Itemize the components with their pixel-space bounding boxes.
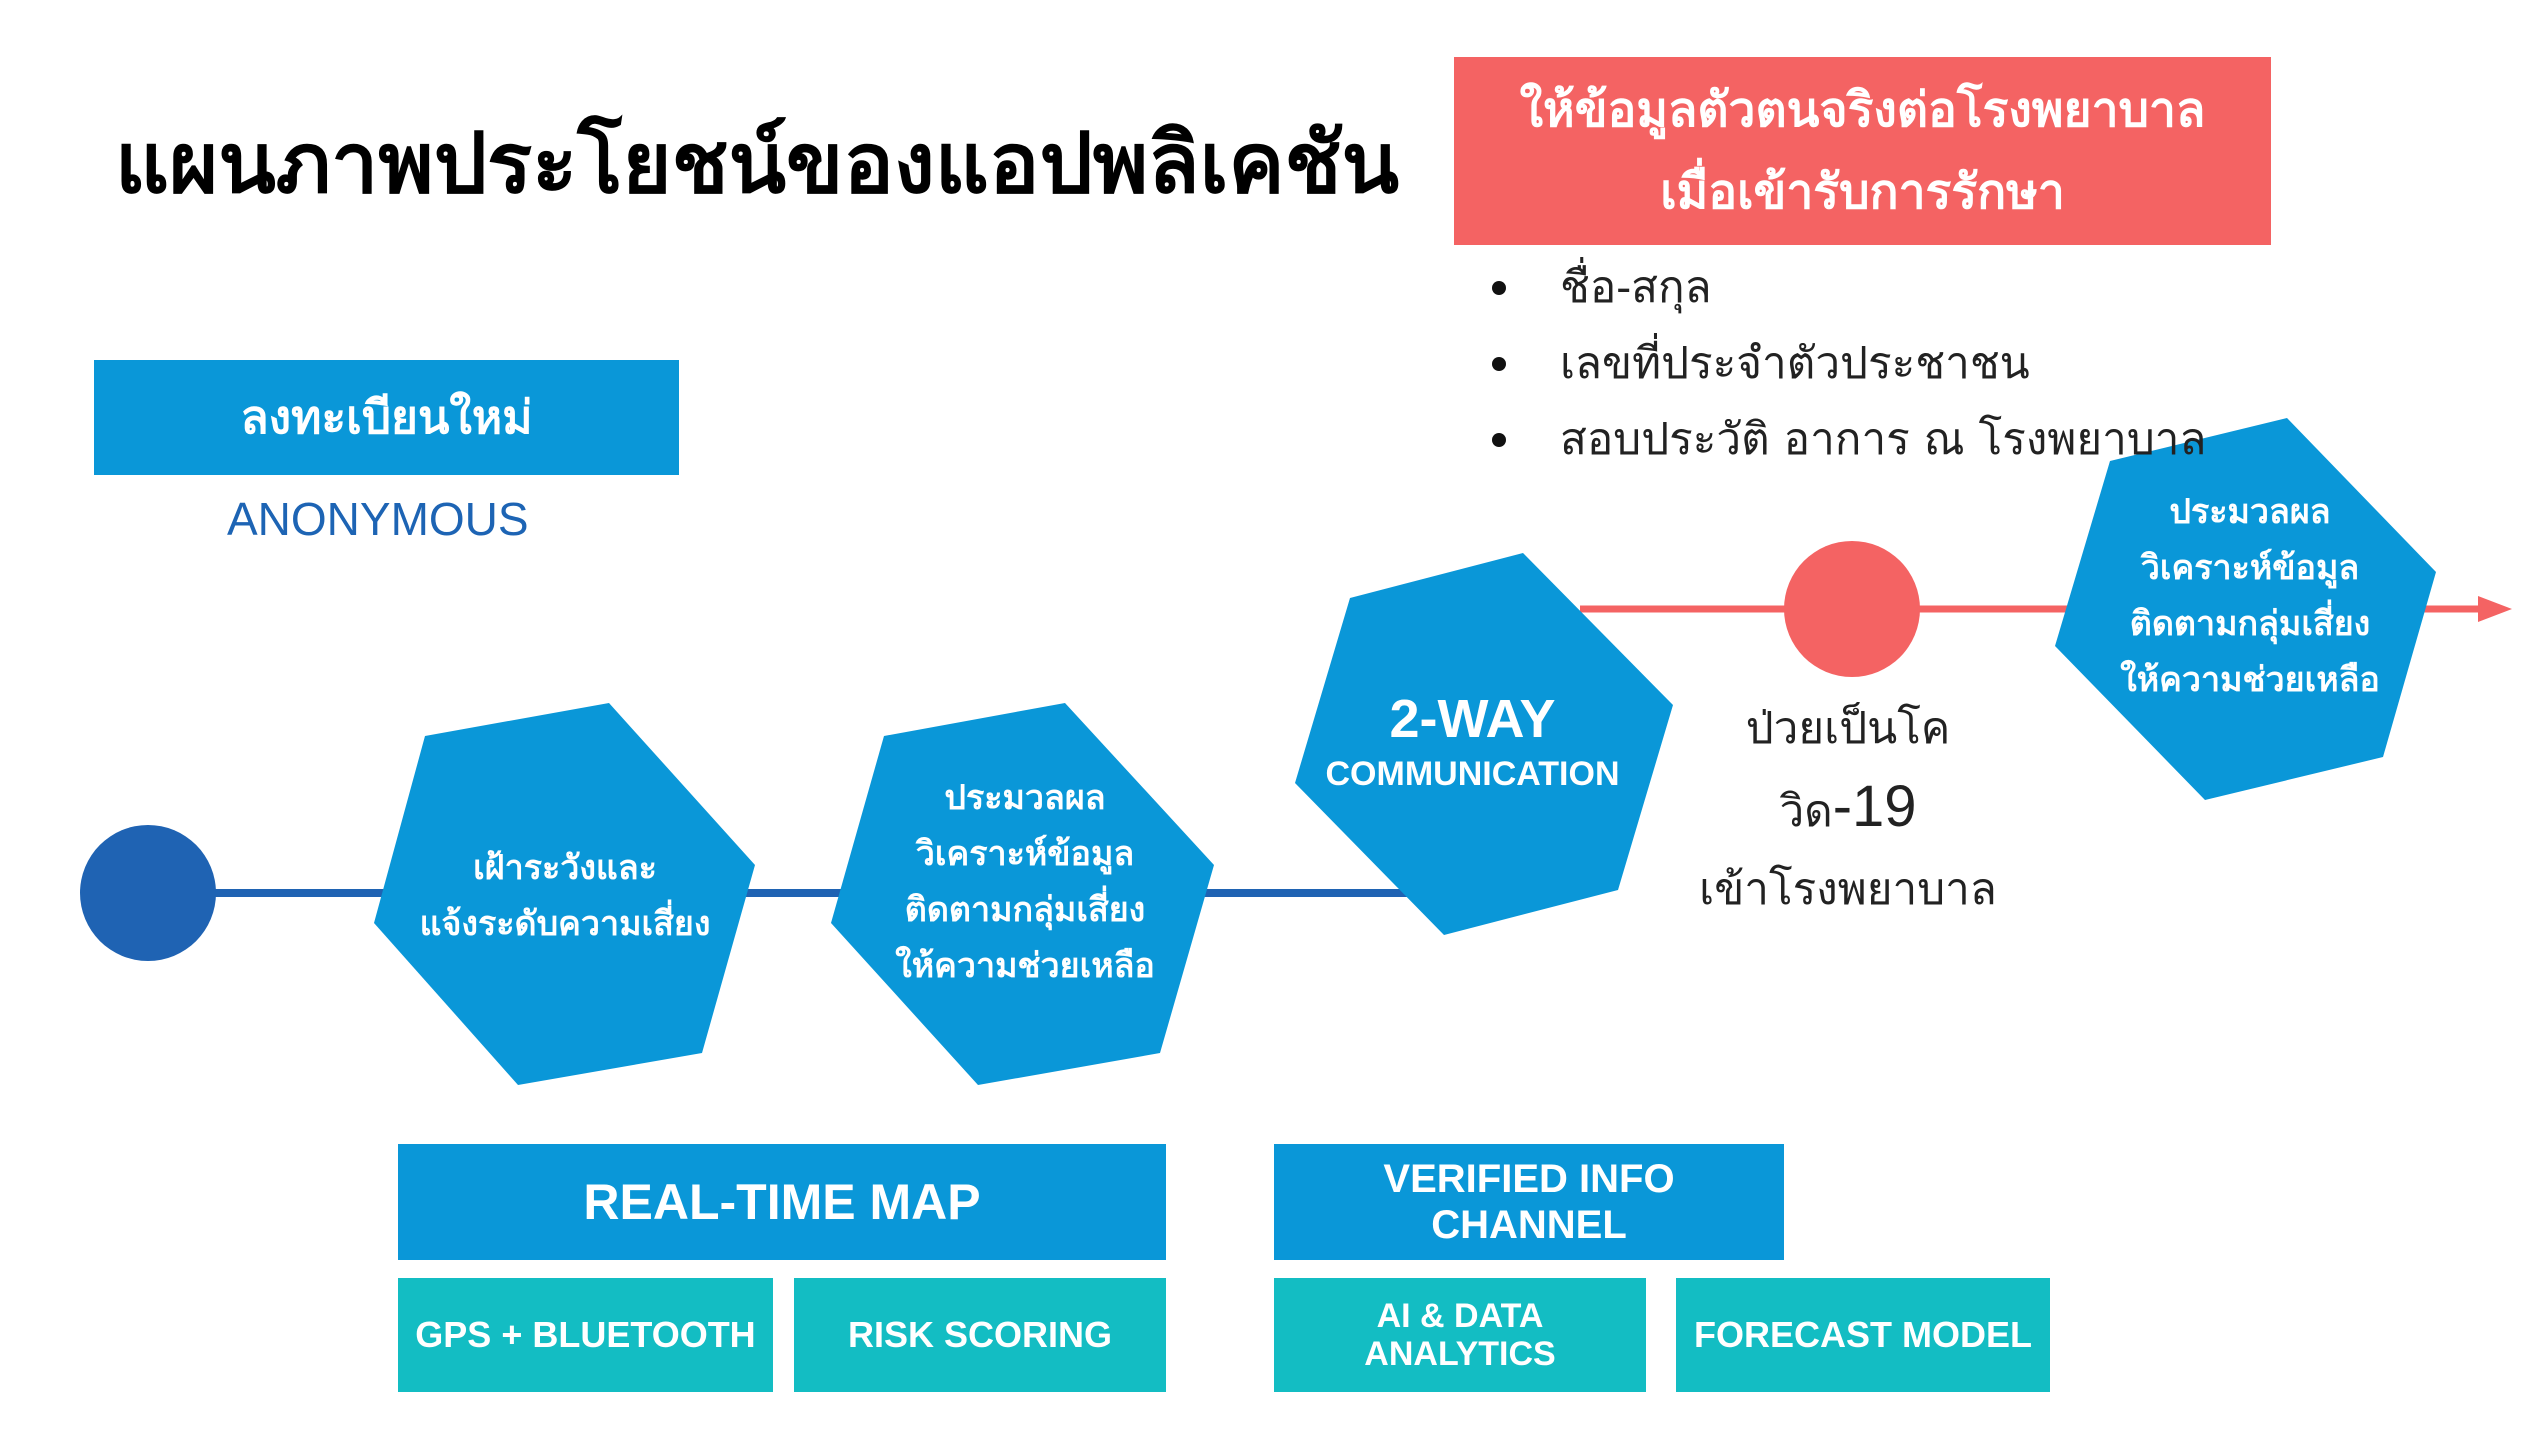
bullet-dot-icon [1492, 433, 1506, 447]
covid-number: -19 [1832, 774, 1917, 839]
covid-prefix: ป่วยเป็นโควิด [1745, 703, 1951, 837]
covid-label: ป่วยเป็นโควิด-19 เข้าโรงพยาบาล [1678, 690, 2018, 929]
hex-process-after [2055, 418, 2436, 800]
hex-process-label: ประมวลผล วิเคราะห์ข้อมูล ติดตามกลุ่มเสี่… [840, 770, 1210, 994]
start-node [80, 825, 216, 961]
register-label: ลงทะเบียนใหม่ [240, 390, 533, 444]
hex-surveil-label: เฝ้าระวังและ แจ้งระดับความเสี่ยง [380, 840, 750, 952]
timeline-arrow-head [2478, 596, 2512, 622]
bullet-item: เลขที่ประจำตัวประชาชน [1488, 326, 2206, 402]
covid-line-1: ป่วยเป็นโควิด-19 [1678, 690, 2018, 851]
bullet-dot-icon [1492, 281, 1506, 295]
ai-analytics-line-2: ANALYTICS [1364, 1335, 1556, 1373]
hex-two-way [1295, 553, 1673, 935]
verified-info-line-2: CHANNEL [1431, 1203, 1627, 1247]
gps-bluetooth-box: GPS + BLUETOOTH [398, 1278, 773, 1392]
hex-process-after-line: ติดตามกลุ่มเสี่ยง [2129, 604, 2371, 644]
identity-line-1: ให้ข้อมูลตัวตนจริงต่อโรงพยาบาล [1519, 82, 2206, 138]
bullet-text: เลขที่ประจำตัวประชาชน [1560, 338, 2030, 389]
hex-surveil-line: แจ้งระดับความเสี่ยง [419, 904, 711, 944]
bullet-dot-icon [1492, 357, 1506, 371]
risk-scoring-label: RISK SCORING [847, 1314, 1113, 1355]
two-way-subtitle: COMMUNICATION [1325, 755, 1620, 793]
bullet-item: สอบประวัติ อาการ ณ โรงพยาบาล [1488, 402, 2206, 478]
register-box: ลงทะเบียนใหม่ [94, 360, 679, 475]
hex-surveil [374, 703, 755, 1085]
two-way-title: 2-WAY [1389, 689, 1556, 749]
covid-line-2: เข้าโรงพยาบาล [1699, 864, 1997, 915]
hex-two-way-label: 2-WAY COMMUNICATION [1300, 686, 1645, 796]
hex-process-after-line: ให้ความช่วยเหลือ [2120, 660, 2380, 700]
hex-process-after-line: ประมวลผล [2169, 492, 2331, 532]
identity-box: ให้ข้อมูลตัวตนจริงต่อโรงพยาบาล เมื่อเข้า… [1454, 57, 2271, 245]
hex-process-line: วิเคราะห์ข้อมูล [915, 834, 1135, 874]
page-title: แผนภาพประโยชน์ของแอปพลิเคชัน [115, 113, 1399, 212]
hex-process [831, 703, 1214, 1085]
identity-line-2: เมื่อเข้ารับการรักษา [1660, 164, 2065, 220]
risk-scoring-box: RISK SCORING [794, 1278, 1166, 1392]
forecast-model-box: FORECAST MODEL [1676, 1278, 2050, 1392]
anonymous-label: ANONYMOUS [227, 493, 529, 545]
hex-process-line: ติดตามกลุ่มเสี่ยง [904, 890, 1146, 930]
gps-bluetooth-label: GPS + BLUETOOTH [415, 1314, 756, 1355]
realtime-map-label: REAL-TIME MAP [583, 1174, 981, 1230]
hex-process-line: ให้ความช่วยเหลือ [895, 946, 1155, 986]
verified-info-box: VERIFIED INFO CHANNEL [1274, 1144, 1784, 1260]
bullet-text: ชื่อ-สกุล [1560, 262, 1712, 313]
verified-info-line-1: VERIFIED INFO [1383, 1157, 1675, 1201]
forecast-model-label: FORECAST MODEL [1694, 1314, 2032, 1355]
realtime-map-box: REAL-TIME MAP [398, 1144, 1166, 1260]
hex-surveil-line: เฝ้าระวังและ [473, 848, 657, 888]
bullet-text: สอบประวัติ อาการ ณ โรงพยาบาล [1560, 414, 2207, 465]
covid-node [1784, 541, 1920, 677]
hex-process-line: ประมวลผล [944, 778, 1106, 818]
hex-process-after-line: วิเคราะห์ข้อมูล [2140, 548, 2360, 588]
ai-analytics-box: AI & DATA ANALYTICS [1274, 1278, 1646, 1392]
identity-bullet-list: ชื่อ-สกุล เลขที่ประจำตัวประชาชน สอบประวั… [1488, 250, 2206, 478]
hex-process-after-label: ประมวลผล วิเคราะห์ข้อมูล ติดตามกลุ่มเสี่… [2065, 484, 2435, 708]
bullet-item: ชื่อ-สกุล [1488, 250, 2206, 326]
ai-analytics-line-1: AI & DATA [1376, 1297, 1544, 1335]
